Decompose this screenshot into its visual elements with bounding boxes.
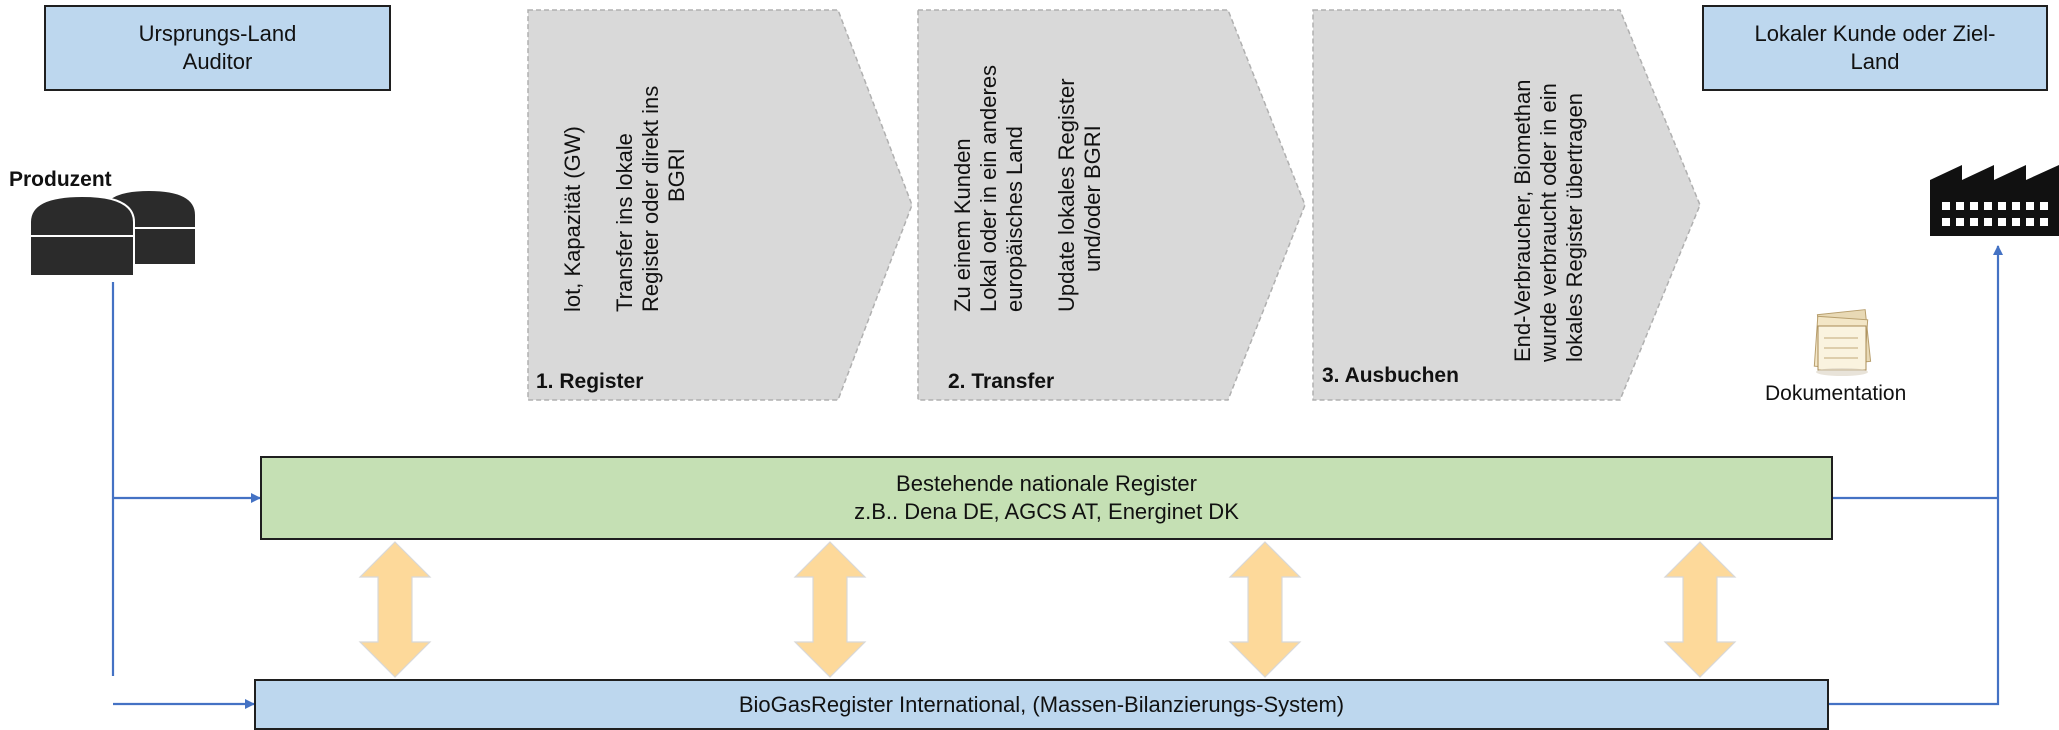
step-3-text: End-Verbraucher, Biomethan wurde verbrau… [1510, 79, 1587, 362]
step-3-chevron [1312, 9, 1701, 401]
factory-icon [1930, 165, 2059, 236]
national-register-examples: z.B.. Dena DE, AGCS AT, Energinet DK [854, 499, 1239, 524]
producer-label: Produzent [9, 168, 112, 191]
documentation-label: Dokumentation [1765, 382, 1907, 405]
step-2-label: 2. Transfer [948, 370, 1055, 393]
double-arrow-3 [1228, 541, 1302, 678]
national-register-title: Bestehende nationale Register [896, 471, 1197, 496]
storage-tanks-icon [29, 188, 197, 277]
step-2-chevron [917, 9, 1306, 401]
national-register-box: Bestehende nationale Register z.B.. Dena… [260, 456, 1833, 540]
double-arrow-1 [358, 541, 432, 678]
double-arrow-4 [1663, 541, 1737, 678]
documents-icon [1813, 309, 1872, 376]
step-1-label: 1. Register [536, 370, 644, 393]
step-3-label: 3. Ausbuchen [1322, 364, 1459, 387]
step-1-text: lot, Kapazität (GW) Transfer ins lokale … [560, 85, 689, 312]
step-1-chevron [527, 9, 913, 401]
bgri-to-factory-arrow [1829, 245, 2003, 706]
step-2-text: Zu einem Kunden Lokal oder in ein andere… [950, 64, 1105, 312]
bgri-bar: BioGasRegister International, (Massen-Bi… [254, 679, 1829, 730]
double-arrow-2 [793, 541, 867, 678]
target-box: Lokaler Kunde oder Ziel- Land [1702, 5, 2048, 91]
auditor-box: Ursprungs-Land Auditor [44, 5, 391, 91]
